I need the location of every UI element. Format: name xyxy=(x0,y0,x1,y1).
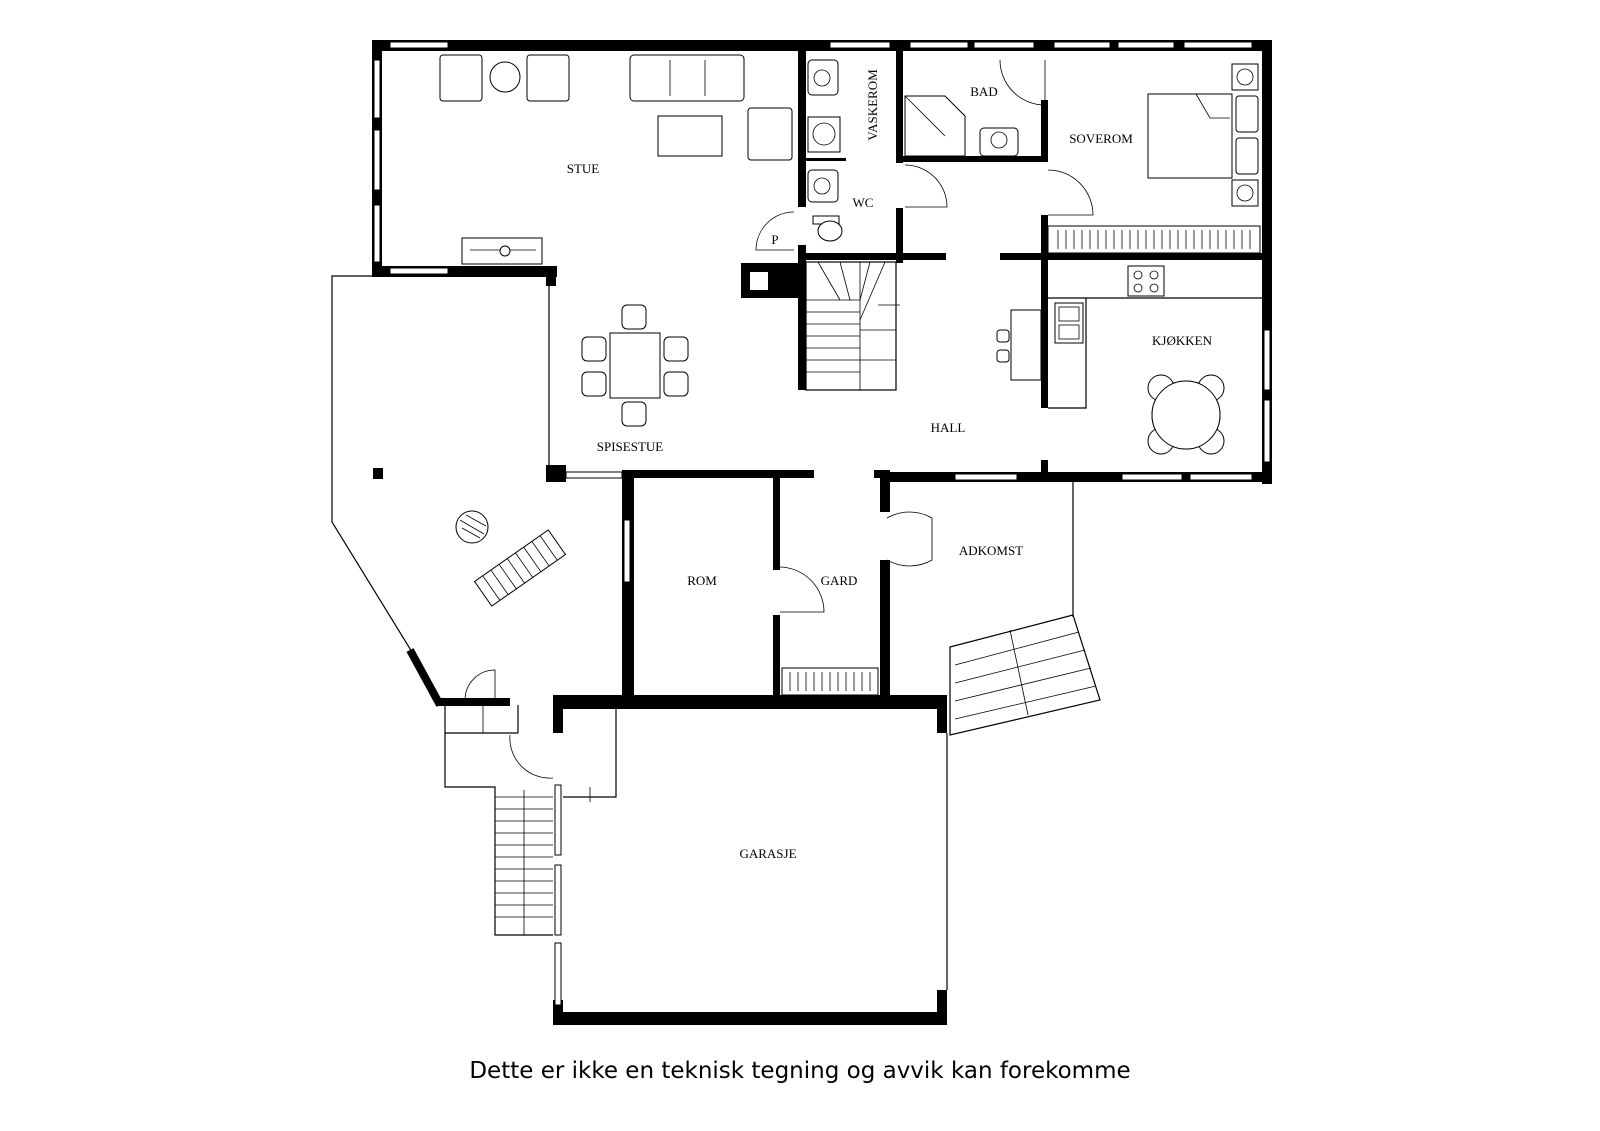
dining-table xyxy=(581,304,689,427)
stue-furniture xyxy=(439,54,793,265)
doors xyxy=(755,59,1094,613)
label-kjokken: KJØKKEN xyxy=(1152,333,1213,348)
label-spisestue: SPISESTUE xyxy=(597,439,664,454)
adkomst-stairs xyxy=(949,482,1101,736)
label-adkomst: ADKOMST xyxy=(959,543,1023,558)
windows xyxy=(373,41,1271,1006)
disclaimer-text: Dette er ikke en teknisk tegning og avvi… xyxy=(469,1058,1131,1084)
terrace xyxy=(331,275,567,707)
label-wc: WC xyxy=(853,195,874,210)
bedroom-furniture xyxy=(1047,63,1261,254)
label-vaskerom: VASKEROM xyxy=(865,69,880,141)
interior-staircase xyxy=(805,261,900,391)
gard-bench xyxy=(781,667,879,696)
label-gard: GARD xyxy=(821,573,858,588)
label-garasje: GARASJE xyxy=(739,846,796,861)
label-stue: STUE xyxy=(567,161,600,176)
entry-stairs xyxy=(444,669,617,936)
kitchen-furniture xyxy=(996,265,1262,455)
label-hall: HALL xyxy=(931,420,966,435)
room-labels: STUE VASKEROM BAD SOVEROM WC P KJØKKEN S… xyxy=(567,69,1213,861)
label-bad: BAD xyxy=(970,84,997,99)
bathroom-fixtures xyxy=(807,59,1019,242)
label-p: P xyxy=(771,232,778,247)
label-soverom: SOVEROM xyxy=(1069,131,1133,146)
interior-walls xyxy=(373,51,1272,479)
label-rom: ROM xyxy=(687,573,717,588)
